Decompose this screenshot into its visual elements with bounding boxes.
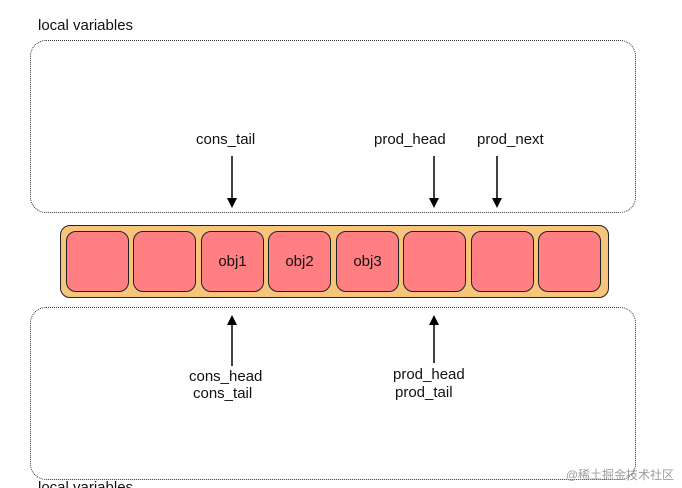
bottom-local-variables-box xyxy=(30,307,636,480)
top-pointer-prod-next: prod_next xyxy=(477,131,544,148)
ring-slot-0 xyxy=(66,231,129,292)
bottom-section-title: local variables xyxy=(38,479,134,488)
ring-slot-1 xyxy=(133,231,196,292)
ring-slot-7 xyxy=(538,231,601,292)
bottom-pointer-cons-tail: cons_tail xyxy=(193,385,253,402)
bottom-pointer-prod-tail: prod_tail xyxy=(395,384,453,401)
bottom-pointer-cons-head: cons_head xyxy=(189,368,263,385)
top-section-title: local variables xyxy=(38,17,134,34)
top-local-variables-box xyxy=(30,40,636,213)
top-pointer-prod-head: prod_head xyxy=(374,131,446,148)
ring-slot-3: obj2 xyxy=(268,231,331,292)
ring-slot-6 xyxy=(471,231,534,292)
ring-slot-5 xyxy=(403,231,466,292)
ring-slot-2: obj1 xyxy=(201,231,264,292)
watermark: @稀土掘金技术社区 xyxy=(565,468,674,482)
bottom-pointer-prod-head: prod_head xyxy=(393,366,465,383)
top-pointer-cons-tail: cons_tail xyxy=(196,131,256,148)
ring-slot-4: obj3 xyxy=(336,231,399,292)
